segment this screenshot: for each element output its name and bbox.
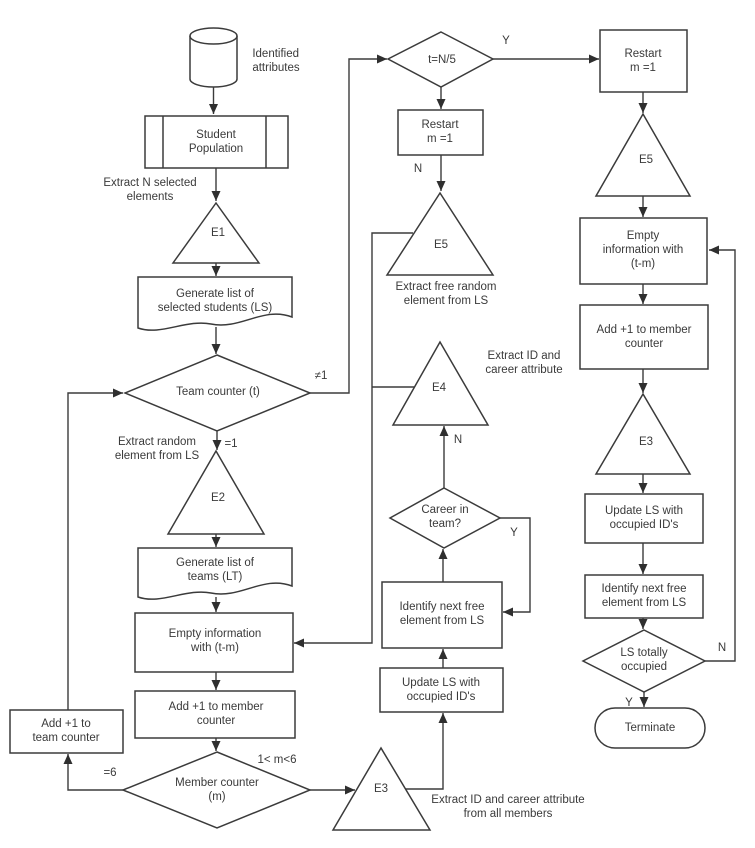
e3-mid-triangle [331,746,432,831]
add-member-counter-right-node [579,304,709,370]
add-team-counter-node [9,709,124,754]
e4-triangle [391,340,490,426]
update-ls-mid-node [379,667,504,713]
member-counter-diamond [120,751,312,829]
team-counter-diamond [123,354,312,432]
generate-ls-document [137,276,293,331]
database-cylinder [189,36,238,88]
e2-triangle [166,449,266,535]
connector-e5-e4-to-empty-left [294,232,413,648]
e5-mid-triangle [385,191,495,276]
connector-team-counter-neq1-to-tn5 [310,54,387,394]
restart-mid-node [397,109,484,156]
connector-member-counter-eq6-to-add-team [63,754,123,791]
empty-information-right-node [579,217,708,285]
identify-next-free-mid-node [381,581,503,649]
empty-information-left-node [134,612,294,673]
connector-add-team-to-team-counter [67,388,123,710]
student-population-node [144,115,289,169]
restart-right-node [599,29,688,93]
e5-right-triangle [594,112,692,197]
career-in-team-diamond [388,487,502,549]
connector-ls-occupied-n-to-empty-right [705,245,736,662]
add-member-counter-left-node [134,690,296,739]
t-n5-diamond [386,31,495,88]
terminate-node [594,707,706,749]
connector-e3-to-update-mid [405,713,448,790]
identify-next-free-right-node [584,574,704,619]
e3-right-triangle [594,392,692,475]
ls-totally-occupied-diamond [581,629,707,693]
connector-career-y-to-identify-mid [500,517,531,617]
database-cylinder-top [189,27,238,45]
student-population-inner-lines [162,116,267,168]
generate-lt-document [137,547,293,600]
e1-triangle [171,201,261,264]
update-ls-right-node [584,493,704,544]
